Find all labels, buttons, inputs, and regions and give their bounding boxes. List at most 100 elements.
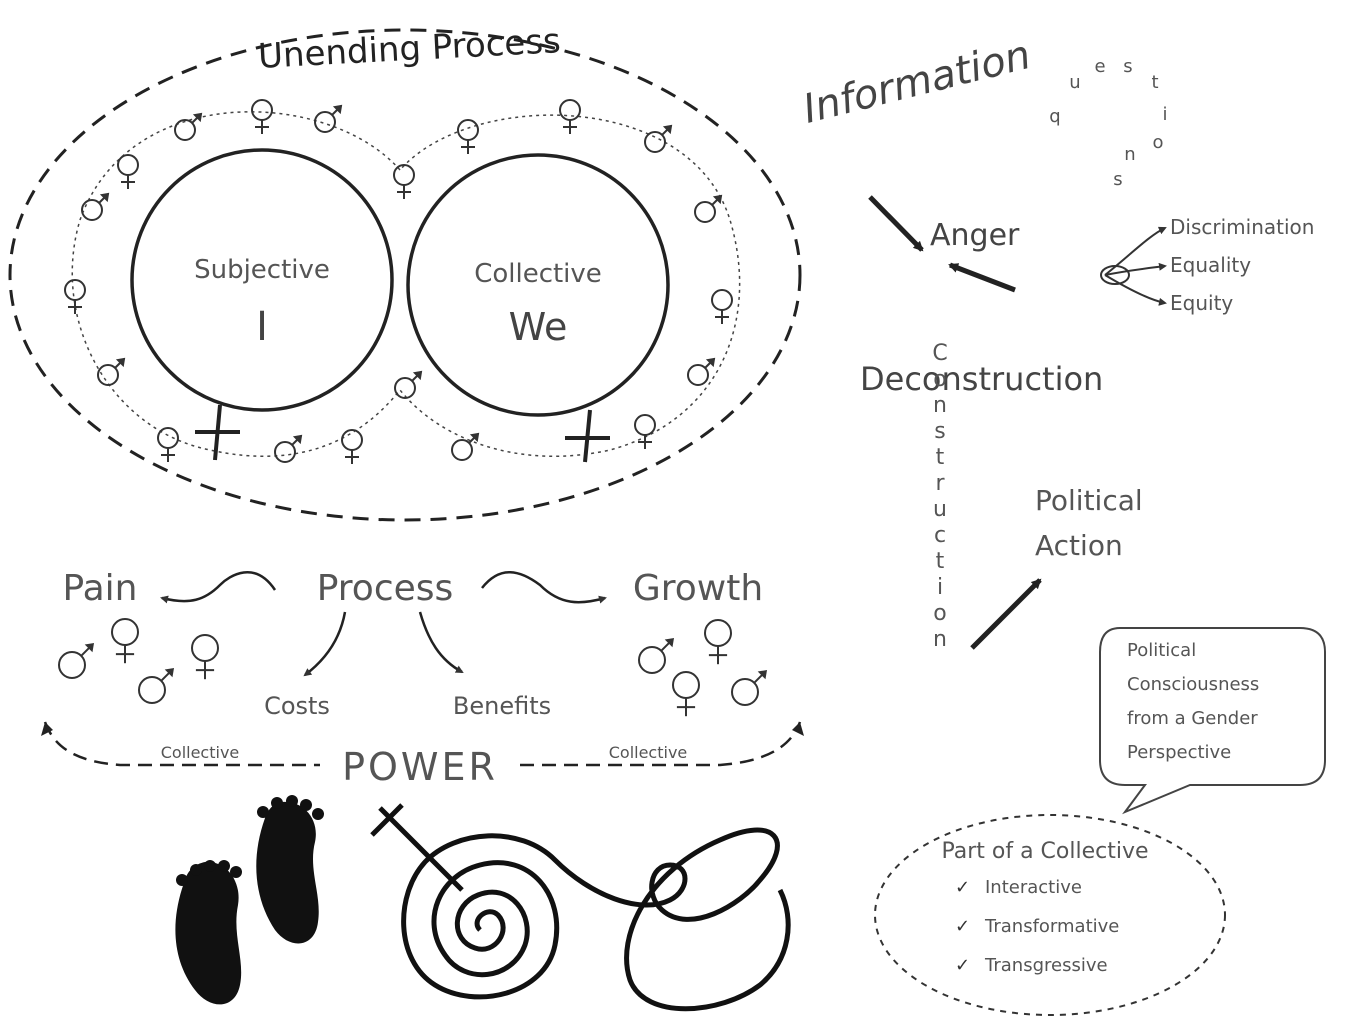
female-symbol-icon bbox=[157, 427, 179, 462]
costs-label: Costs bbox=[264, 692, 330, 720]
construction-letter: c bbox=[934, 523, 946, 548]
unending-process-oval bbox=[8, 28, 802, 522]
male-symbol-icon bbox=[314, 104, 343, 133]
bubble-line-1: Political bbox=[1127, 640, 1196, 661]
male-symbol-icon bbox=[687, 357, 716, 386]
collective-symbol: We bbox=[509, 305, 568, 349]
question-letter: n bbox=[1124, 144, 1135, 165]
male-symbol-icon bbox=[394, 370, 423, 399]
construction-letter: t bbox=[936, 445, 945, 470]
process-to-costs-arrow-icon bbox=[303, 611, 347, 677]
male-symbol-icon bbox=[58, 642, 95, 679]
question-letter: t bbox=[1151, 72, 1158, 93]
female-symbol-icon bbox=[457, 119, 479, 154]
process-to-pain-wave-icon bbox=[160, 571, 277, 604]
bubble-line-3: from a Gender bbox=[1127, 708, 1258, 729]
construction-letter: t bbox=[936, 549, 945, 574]
collective-circle bbox=[406, 153, 670, 417]
process-to-benefits-arrow-icon bbox=[418, 611, 464, 674]
question-letter: i bbox=[1162, 104, 1167, 125]
construction-letter: r bbox=[935, 471, 945, 496]
bracket-right-arrow-icon bbox=[792, 722, 804, 736]
ring-gender-symbols bbox=[64, 99, 733, 464]
female-symbol-icon bbox=[117, 154, 139, 189]
collective-oval-title: Part of a Collective bbox=[941, 839, 1148, 864]
female-symbol-icon bbox=[111, 618, 139, 664]
male-symbol-icon bbox=[694, 194, 723, 223]
footprints-icon bbox=[175, 795, 324, 1005]
question-letter: u bbox=[1069, 72, 1080, 93]
female-symbol-icon bbox=[341, 429, 363, 464]
info-to-anger-arrow-icon bbox=[868, 195, 924, 252]
deconstruction-label: Deconstruction bbox=[860, 360, 1103, 398]
process-label: Process bbox=[317, 568, 454, 609]
male-symbol-icon bbox=[638, 637, 675, 674]
right-collective-label: Collective bbox=[609, 743, 688, 762]
subjective-circle bbox=[130, 148, 394, 412]
branch-discrimination: Discrimination bbox=[1170, 215, 1314, 239]
male-symbol-icon bbox=[138, 667, 175, 704]
female-symbol-icon bbox=[251, 99, 273, 134]
collective-item-2: Transformative bbox=[984, 916, 1119, 937]
bubble-line-4: Perspective bbox=[1127, 742, 1231, 763]
process-to-growth-wave-icon bbox=[481, 571, 607, 604]
anger-label: Anger bbox=[930, 218, 1020, 253]
questions-to-anger-arrow-icon bbox=[948, 262, 1016, 293]
gender-symbols-right bbox=[638, 619, 768, 717]
construction-letter: o bbox=[933, 601, 946, 626]
female-symbol-icon bbox=[191, 634, 219, 680]
question-letter: o bbox=[1152, 132, 1163, 153]
female-symbol-icon bbox=[393, 164, 415, 199]
checkmark-icon: ✓ bbox=[955, 877, 970, 898]
bracket-left-arrow-icon bbox=[41, 722, 53, 736]
male-symbol-icon bbox=[731, 669, 768, 706]
male-symbol-icon bbox=[174, 112, 203, 141]
question-letter: q bbox=[1049, 106, 1060, 127]
gender-symbols-left bbox=[58, 618, 219, 704]
female-symbol-icon bbox=[634, 414, 656, 449]
construction-letter: n bbox=[933, 627, 947, 652]
male-symbol-icon bbox=[644, 124, 673, 153]
collective-label: Collective bbox=[474, 259, 602, 289]
subjective-symbol: I bbox=[256, 304, 268, 350]
dotted-ring bbox=[71, 111, 741, 457]
male-symbol-icon bbox=[81, 192, 110, 221]
checkmark-icon: ✓ bbox=[955, 916, 970, 937]
female-symbol-icon bbox=[672, 671, 700, 717]
benefits-label: Benefits bbox=[453, 692, 551, 720]
pain-label: Pain bbox=[63, 568, 138, 609]
female-symbol-icon bbox=[704, 619, 732, 665]
female-symbol-icon bbox=[64, 279, 86, 314]
political-action-line1: Political bbox=[1035, 484, 1143, 517]
subjective-label: Subjective bbox=[194, 255, 330, 285]
branch-equality: Equality bbox=[1170, 253, 1251, 277]
female-symbol-icon bbox=[559, 99, 581, 134]
cross-right-icon bbox=[565, 409, 610, 463]
question-letter: s bbox=[1113, 169, 1122, 190]
political-action-arrow-icon bbox=[970, 578, 1042, 650]
branch-lines bbox=[1100, 226, 1167, 306]
construction-letter: s bbox=[934, 419, 945, 444]
construction-letter: n bbox=[933, 393, 947, 418]
male-symbol-icon bbox=[274, 434, 303, 463]
male-symbol-icon bbox=[97, 357, 126, 386]
spiral-venus-icon bbox=[370, 803, 791, 1012]
branch-equity: Equity bbox=[1170, 291, 1233, 315]
political-action-line2: Action bbox=[1035, 529, 1123, 562]
information-title: Information bbox=[799, 32, 1035, 133]
male-symbol-icon bbox=[451, 432, 480, 461]
construction-letter: o bbox=[933, 367, 946, 392]
bubble-line-2: Consciousness bbox=[1127, 674, 1259, 695]
construction-letter: u bbox=[933, 497, 947, 522]
collective-oval bbox=[874, 814, 1226, 1016]
growth-label: Growth bbox=[633, 568, 763, 609]
collective-item-3: Transgressive bbox=[984, 955, 1108, 976]
question-letter: e bbox=[1094, 56, 1105, 77]
construction-letter: C bbox=[932, 341, 947, 366]
cross-left-icon bbox=[195, 404, 240, 461]
speech-bubble bbox=[1099, 627, 1326, 815]
power-label: POWER bbox=[342, 745, 498, 789]
